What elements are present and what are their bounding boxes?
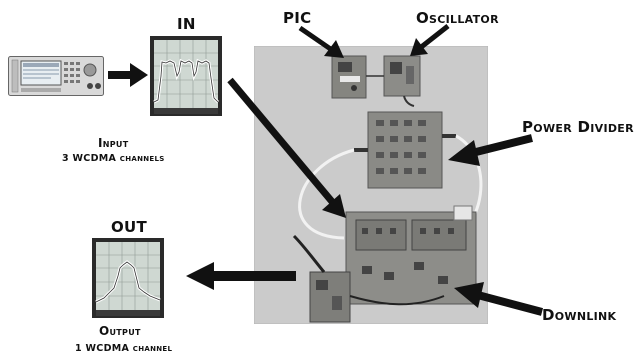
input-subtitle: 3 WCDMA channels bbox=[62, 153, 165, 164]
input-title: Input bbox=[98, 136, 128, 150]
downlink-label: Downlink bbox=[542, 306, 616, 324]
output-subtitle: 1 WCDMA channel bbox=[75, 343, 172, 354]
in-spectrum-image bbox=[150, 36, 222, 116]
signal-generator-image bbox=[8, 56, 104, 96]
out-label: OUT bbox=[111, 218, 147, 236]
arrow-in-to-board bbox=[226, 76, 350, 222]
arrow-board-to-out bbox=[186, 262, 298, 290]
arrow-power-divider bbox=[446, 132, 534, 166]
power-divider-label: Power Divider bbox=[522, 118, 634, 136]
out-spectrum-image bbox=[92, 238, 164, 318]
arrow-pic bbox=[296, 26, 348, 60]
arrow-generator-to-in bbox=[108, 62, 150, 88]
arrow-oscillator bbox=[406, 24, 452, 58]
arrow-downlink bbox=[452, 280, 544, 320]
output-title: Output bbox=[99, 324, 141, 338]
pic-label: PIC bbox=[283, 9, 311, 27]
in-label: IN bbox=[177, 15, 196, 33]
